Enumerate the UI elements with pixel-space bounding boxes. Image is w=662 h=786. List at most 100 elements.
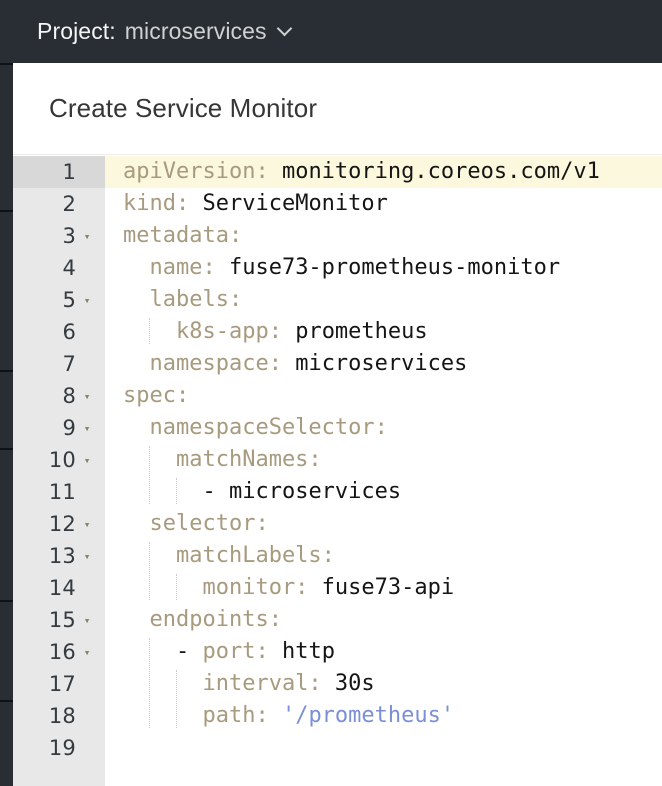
rail-divider <box>0 600 13 602</box>
token-dash: - <box>123 639 203 664</box>
token-key: path: <box>123 703 269 728</box>
yaml-editor[interactable]: 1▾2▾3▾4▾5▾6▾7▾8▾9▾10▾11▾12▾13▾14▾15▾16▾1… <box>13 156 662 786</box>
line-number: 14 <box>48 576 76 600</box>
line-number-row[interactable]: 13 ▾ <box>13 540 105 572</box>
code-line[interactable]: spec: <box>105 380 662 412</box>
line-number-row[interactable]: 17▾ <box>13 668 105 700</box>
rail-divider <box>0 700 13 702</box>
line-number-gutter[interactable]: 1▾2▾3▾4▾5▾6▾7▾8▾9▾10▾11▾12▾13▾14▾15▾16▾1… <box>13 156 105 786</box>
line-number-row[interactable]: 19▾ <box>13 732 105 764</box>
code-line[interactable] <box>105 732 662 764</box>
line-number: 4 <box>62 256 76 280</box>
fold-arrow-icon[interactable]: ▾ <box>83 389 91 403</box>
code-line[interactable]: matchLabels: <box>105 540 662 572</box>
left-nav-rail[interactable] <box>0 0 13 786</box>
rail-divider <box>0 210 13 212</box>
project-name-value: microservices <box>124 18 267 44</box>
token-val: monitoring.coreos.com/v1 <box>268 159 600 184</box>
token-key: labels: <box>123 287 243 312</box>
line-number-row[interactable]: 2▾ <box>13 188 105 220</box>
project-selector[interactable]: Project: microservices <box>37 18 293 45</box>
line-number: 3 <box>62 224 76 248</box>
line-number-row[interactable]: 10▾ <box>13 444 105 476</box>
code-line[interactable]: matchNames: <box>105 444 662 476</box>
project-label: Project: <box>37 18 116 44</box>
code-line[interactable]: selector: <box>105 508 662 540</box>
code-line[interactable]: apiVersion: monitoring.coreos.com/v1 <box>105 156 662 188</box>
token-val: microservices <box>281 351 468 376</box>
code-line[interactable]: interval: 30s <box>105 668 662 700</box>
fold-arrow-icon[interactable]: ▾ <box>83 613 91 627</box>
line-number: 9 <box>62 416 76 440</box>
token-key: apiVersion: <box>123 159 269 184</box>
line-number: 12 <box>48 512 76 536</box>
token-key: selector: <box>123 511 269 536</box>
token-key: namespaceSelector: <box>123 415 388 440</box>
token-dash: - <box>123 479 229 504</box>
fold-arrow-icon[interactable]: ▾ <box>83 229 91 243</box>
line-number: 2 <box>62 192 76 216</box>
line-number-row[interactable]: 16▾ <box>13 636 105 668</box>
line-number: 18 <box>48 704 76 728</box>
line-number: 8 <box>62 384 76 408</box>
line-number-row[interactable]: 9▾ <box>13 412 105 444</box>
code-line[interactable]: namespace: microservices <box>105 348 662 380</box>
token-val: http <box>268 639 335 664</box>
code-line[interactable]: endpoints: <box>105 604 662 636</box>
line-number-row[interactable]: 5▾ <box>13 284 105 316</box>
line-number-row[interactable]: 8▾ <box>13 380 105 412</box>
token-val: 30s <box>321 671 375 696</box>
code-line[interactable]: - microservices <box>105 476 662 508</box>
line-number-row[interactable]: 3▾ <box>13 220 105 252</box>
line-number-row[interactable]: 14▾ <box>13 572 105 604</box>
token-key: monitor: <box>123 575 309 600</box>
line-number: 11 <box>48 480 76 504</box>
line-number: 15 <box>48 608 76 632</box>
code-line[interactable]: path: '/prometheus' <box>105 700 662 732</box>
fold-arrow-icon[interactable]: ▾ <box>83 293 91 307</box>
fold-arrow-icon[interactable]: ▾ <box>83 645 91 659</box>
rail-divider <box>0 63 13 65</box>
token-str: '/prometheus' <box>268 703 455 728</box>
token-key: kind: <box>123 191 190 216</box>
code-line[interactable]: metadata: <box>105 220 662 252</box>
line-number-row[interactable]: 18▾ <box>13 700 105 732</box>
token-key: namespace: <box>123 351 282 376</box>
token-key: spec: <box>123 383 190 408</box>
token-val: ServiceMonitor <box>189 191 388 216</box>
rail-divider <box>0 370 13 372</box>
token-key: k8s-app: <box>123 319 282 344</box>
line-number-row[interactable]: 4▾ <box>13 252 105 284</box>
line-number-row[interactable]: 12 ▾ <box>13 508 105 540</box>
line-number: 19 <box>48 736 76 760</box>
line-number-row[interactable]: 11▾ <box>13 476 105 508</box>
chevron-down-icon[interactable] <box>278 21 293 36</box>
line-number: 7 <box>62 352 76 376</box>
code-line[interactable]: namespaceSelector: <box>105 412 662 444</box>
token-key: matchLabels: <box>123 543 335 568</box>
fold-arrow-icon[interactable]: ▾ <box>83 517 91 531</box>
code-line[interactable]: - port: http <box>105 636 662 668</box>
line-number-row[interactable]: 7▾ <box>13 348 105 380</box>
fold-arrow-icon[interactable]: ▾ <box>83 453 91 467</box>
code-line[interactable]: monitor: fuse73-api <box>105 572 662 604</box>
code-line[interactable]: labels: <box>105 284 662 316</box>
page-title: Create Service Monitor <box>49 93 318 123</box>
line-number-row[interactable]: 6▾ <box>13 316 105 348</box>
line-number: 13 <box>48 544 76 568</box>
fold-arrow-icon[interactable]: ▾ <box>83 549 91 563</box>
token-key: metadata: <box>123 223 243 248</box>
token-key: matchNames: <box>123 447 322 472</box>
code-line[interactable]: kind: ServiceMonitor <box>105 188 662 220</box>
fold-arrow-icon[interactable]: ▾ <box>83 421 91 435</box>
line-number-row[interactable]: 1▾ <box>13 156 105 188</box>
code-line[interactable]: name: fuse73-prometheus-monitor <box>105 252 662 284</box>
title-bar: Create Service Monitor <box>13 63 662 155</box>
token-val: microservices <box>228 479 402 504</box>
line-number-row[interactable]: 15 ▾ <box>13 604 105 636</box>
line-number: 17 <box>48 672 76 696</box>
token-key: port: <box>202 639 269 664</box>
code-line[interactable]: k8s-app: prometheus <box>105 316 662 348</box>
